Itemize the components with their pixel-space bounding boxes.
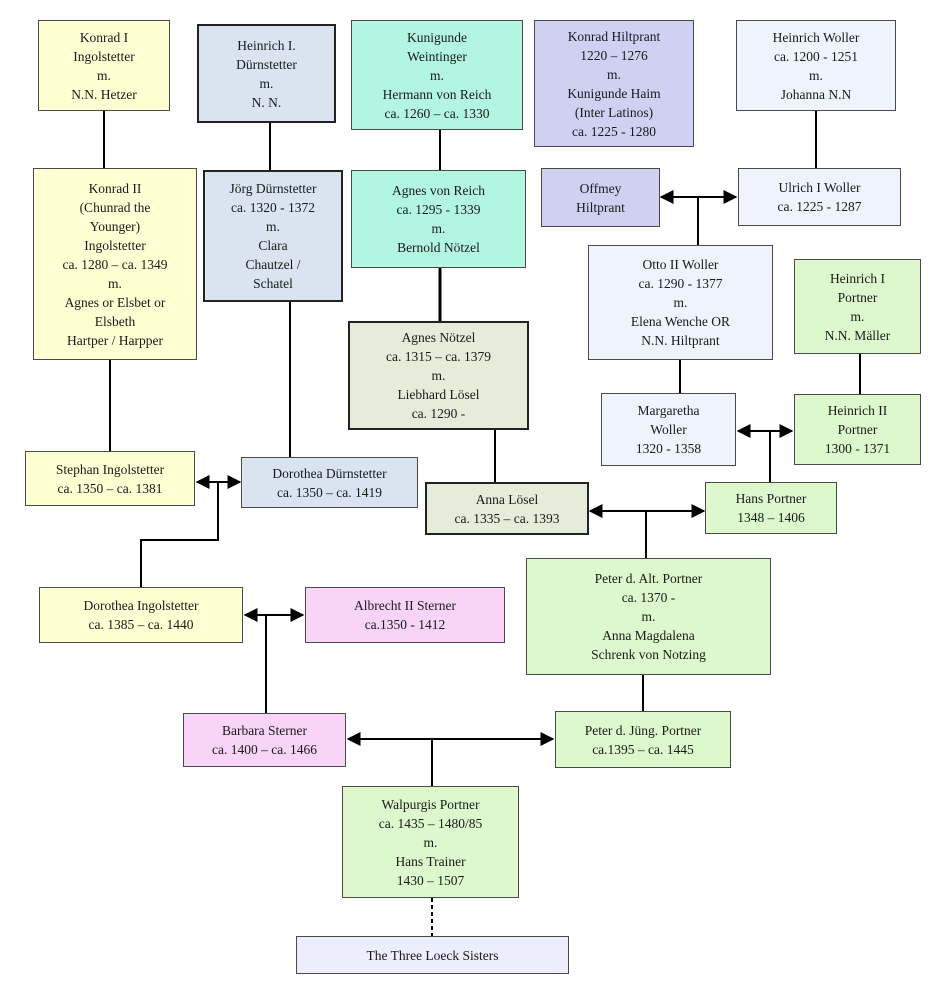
- person-label: Konrad II (Chunrad the Younger) Ingolste…: [62, 180, 168, 348]
- person-label: Dorothea Dürnstetter ca. 1350 – ca. 1419: [272, 465, 387, 500]
- person-label: Anna Lösel ca. 1335 – ca. 1393: [454, 491, 560, 526]
- person-label: Peter d. Jüng. Portner ca.1395 – ca. 144…: [584, 722, 702, 757]
- person-label: Heinrich I Portner m. N.N. Mäller: [824, 270, 891, 343]
- person-margaretha-woller: Margaretha Woller 1320 - 1358: [601, 393, 736, 466]
- person-heinrich-i-durnstetter: Heinrich I. Dürnstetter m. N. N.: [197, 24, 336, 123]
- person-agnes-notzel: Agnes Nötzel ca. 1315 – ca. 1379 m. Lieb…: [348, 321, 529, 430]
- person-heinrich-ii-portner: Heinrich II Portner 1300 - 1371: [794, 394, 921, 465]
- person-dorothea-ingolstetter: Dorothea Ingolstetter ca. 1385 – ca. 144…: [39, 587, 243, 643]
- person-label: Albrecht II Sterner ca.1350 - 1412: [354, 598, 456, 632]
- person-konrad-hiltprant: Konrad Hiltprant 1220 – 1276 m. Kunigund…: [534, 20, 694, 147]
- person-three-loeck-sisters: The Three Loeck Sisters: [296, 936, 569, 974]
- person-label: Jörg Dürnstetter ca. 1320 - 1372 m. Clar…: [229, 181, 317, 291]
- person-label: Agnes Nötzel ca. 1315 – ca. 1379 m. Lieb…: [386, 330, 491, 421]
- person-barbara-sterner: Barbara Sterner ca. 1400 – ca. 1466: [183, 713, 346, 767]
- person-label: Agnes von Reich ca. 1295 - 1339 m. Berno…: [392, 183, 485, 255]
- person-label: Stephan Ingolstetter ca. 1350 – ca. 1381: [55, 461, 165, 496]
- person-label: Peter d. Alt. Portner ca. 1370 - m. Anna…: [591, 571, 706, 662]
- person-label: Ulrich I Woller ca. 1225 - 1287: [777, 180, 862, 214]
- person-peter-alt-portner: Peter d. Alt. Portner ca. 1370 - m. Anna…: [526, 558, 771, 675]
- person-ulrich-woller: Ulrich I Woller ca. 1225 - 1287: [738, 168, 901, 226]
- line-stephan-dorothea-to-dorothea-i: [140, 482, 219, 587]
- person-label: Offmey Hiltprant: [576, 180, 625, 215]
- person-walpurgis-portner: Walpurgis Portner ca. 1435 – 1480/85 m. …: [342, 786, 519, 898]
- person-hans-portner: Hans Portner 1348 – 1406: [705, 482, 837, 534]
- person-anna-losel: Anna Lösel ca. 1335 – ca. 1393: [425, 482, 589, 535]
- person-albrecht-ii-sterner: Albrecht II Sterner ca.1350 - 1412: [305, 587, 505, 643]
- person-label: Heinrich Woller ca. 1200 - 1251 m. Johan…: [772, 29, 860, 102]
- person-dorothea-durnstetter: Dorothea Dürnstetter ca. 1350 – ca. 1419: [241, 457, 418, 508]
- person-label: Walpurgis Portner ca. 1435 – 1480/85 m. …: [378, 796, 483, 888]
- person-offmey-hiltprant: Offmey Hiltprant: [541, 168, 660, 227]
- person-otto-ii-woller: Otto II Woller ca. 1290 - 1377 m. Elena …: [588, 245, 773, 360]
- person-kunigunde-weintinger: Kunigunde Weintinger m. Hermann von Reic…: [351, 20, 523, 130]
- person-label: Barbara Sterner ca. 1400 – ca. 1466: [212, 723, 317, 757]
- person-heinrich-woller: Heinrich Woller ca. 1200 - 1251 m. Johan…: [736, 20, 896, 111]
- person-peter-jung-portner: Peter d. Jüng. Portner ca.1395 – ca. 144…: [555, 711, 731, 768]
- person-label: Kunigunde Weintinger m. Hermann von Reic…: [382, 29, 492, 121]
- person-stephan-ingolstetter: Stephan Ingolstetter ca. 1350 – ca. 1381: [25, 451, 195, 506]
- person-agnes-von-reich: Agnes von Reich ca. 1295 - 1339 m. Berno…: [351, 170, 526, 268]
- person-label: Konrad Hiltprant 1220 – 1276 m. Kunigund…: [567, 28, 661, 139]
- person-heinrich-i-portner: Heinrich I Portner m. N.N. Mäller: [794, 259, 921, 354]
- person-konrad-ii: Konrad II (Chunrad the Younger) Ingolste…: [33, 168, 197, 360]
- person-label: Dorothea Ingolstetter ca. 1385 – ca. 144…: [83, 598, 199, 632]
- person-konrad-i: Konrad I Ingolstetter m. N.N. Hetzer: [38, 20, 170, 111]
- person-label: Otto II Woller ca. 1290 - 1377 m. Elena …: [630, 257, 731, 348]
- person-label: Heinrich I. Dürnstetter m. N. N.: [236, 37, 297, 110]
- person-jorg-durnstetter: Jörg Dürnstetter ca. 1320 - 1372 m. Clar…: [203, 170, 343, 302]
- person-label: Konrad I Ingolstetter m. N.N. Hetzer: [71, 29, 137, 102]
- person-label: Hans Portner 1348 – 1406: [735, 491, 807, 525]
- person-label: Margaretha Woller 1320 - 1358: [635, 403, 702, 456]
- person-label: The Three Loeck Sisters: [366, 947, 499, 963]
- person-label: Heinrich II Portner 1300 - 1371: [824, 403, 891, 456]
